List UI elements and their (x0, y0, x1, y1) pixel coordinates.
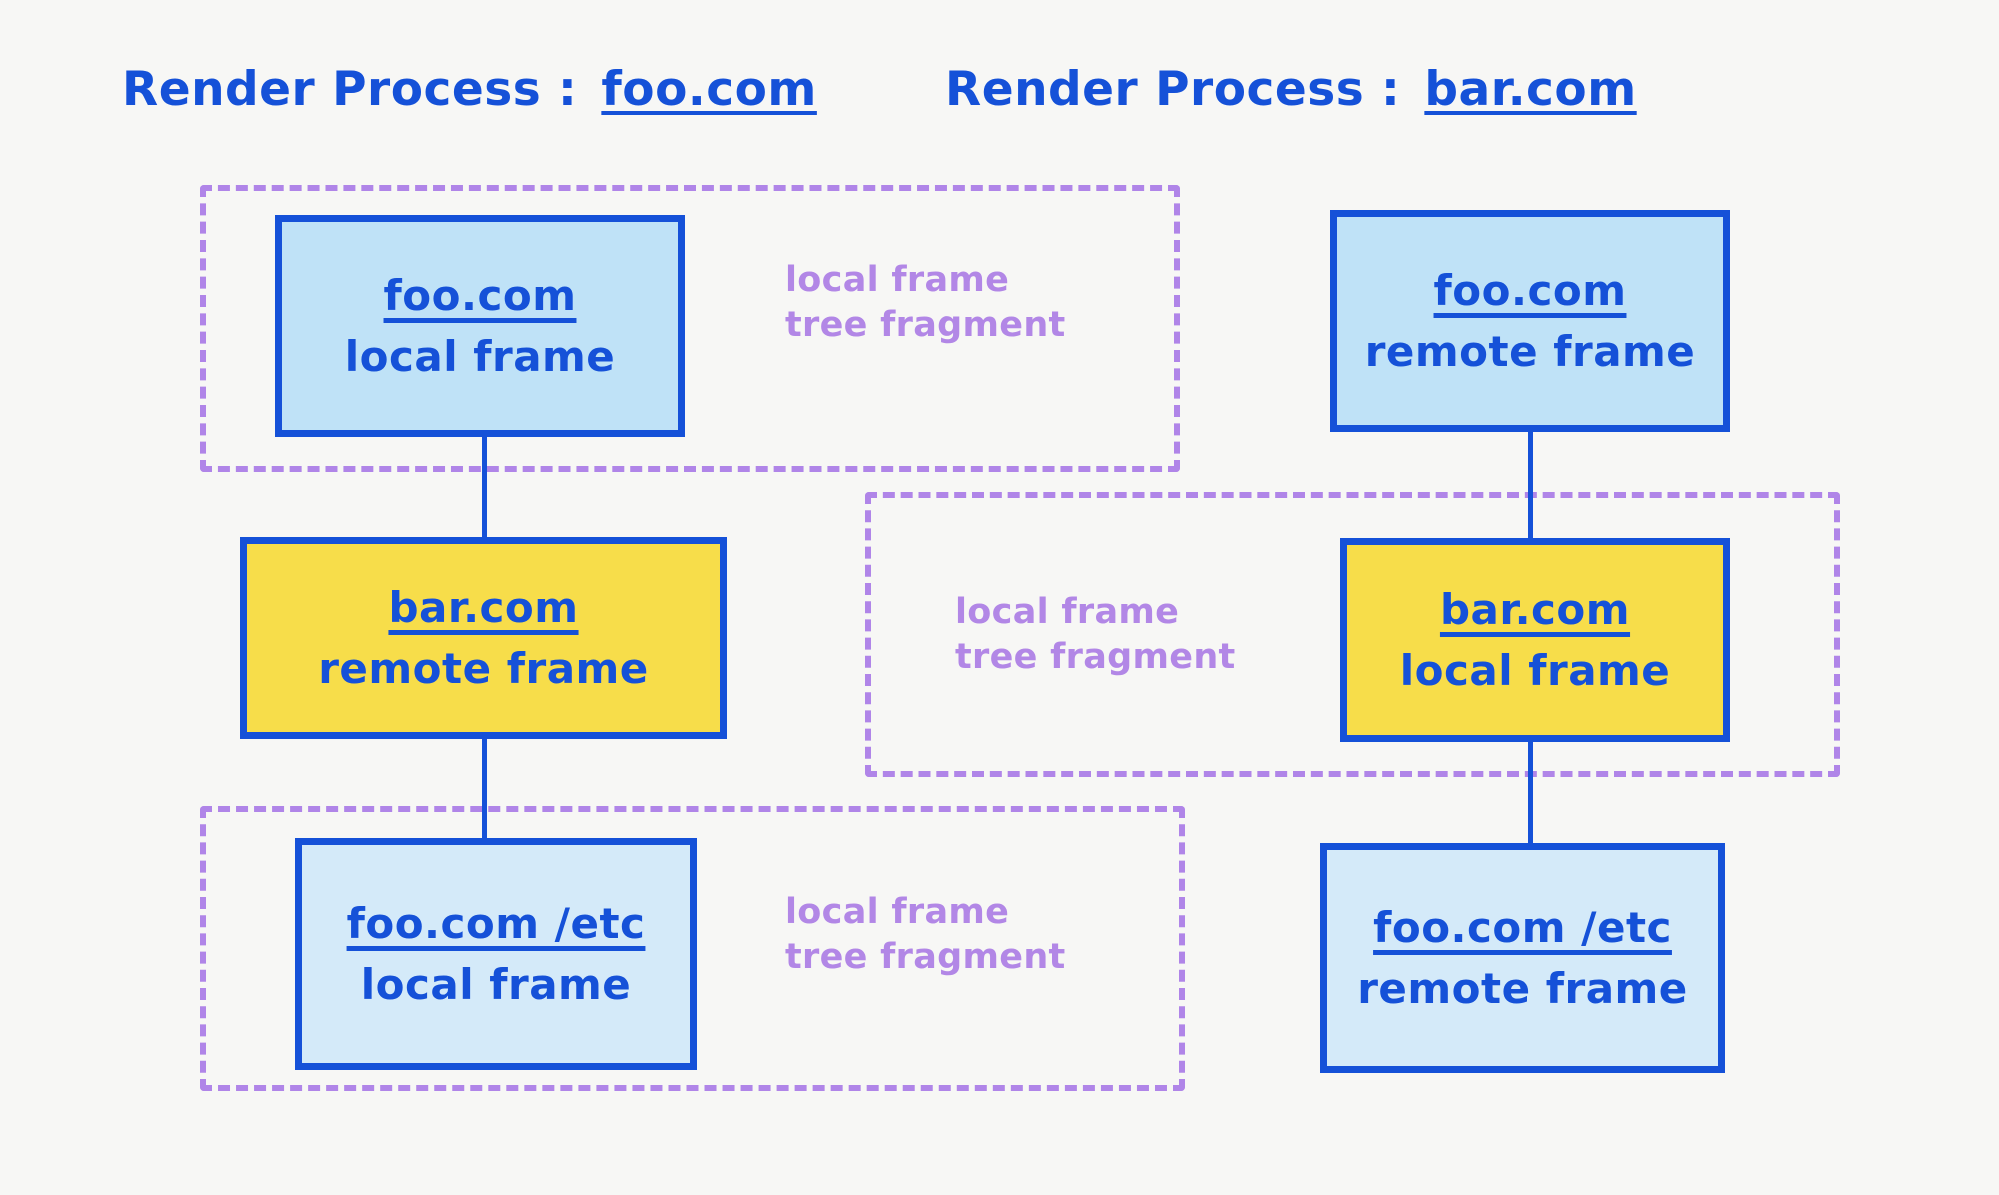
local-frame-tree-fragment-region-bottom-left (200, 806, 1185, 1091)
connector-right-foo-to-bar (1528, 430, 1533, 540)
frame-origin-right-foo: foo.com (1433, 266, 1627, 315)
render-process-origin-foo: foo.com (591, 60, 827, 123)
frame-origin-left-foo: foo.com (383, 271, 577, 320)
render-process-title-foo: Render Process : foo.com (122, 60, 827, 123)
frame-node-right-bar-local[interactable]: bar.com local frame (1340, 538, 1730, 742)
frame-origin-right-bar: bar.com (1439, 585, 1631, 634)
connector-left-foo-to-bar (482, 435, 487, 540)
frame-kind-right-fooetc: remote frame (1357, 964, 1688, 1013)
render-process-label-bar: Render Process : (945, 62, 1401, 117)
frame-node-left-bar-remote[interactable]: bar.com remote frame (240, 537, 727, 739)
frame-node-left-foo-local[interactable]: foo.com local frame (275, 215, 685, 437)
frame-origin-left-fooetc: foo.com /etc (346, 899, 646, 948)
frame-node-right-foo-remote[interactable]: foo.com remote frame (1330, 210, 1730, 432)
frame-kind-left-bar: remote frame (318, 644, 649, 693)
fragment-caption-top-left: local frame tree fragment (785, 260, 1066, 345)
frame-kind-right-foo: remote frame (1364, 327, 1696, 376)
fragment-caption-bottom-left: local frame tree fragment (785, 892, 1066, 977)
frame-kind-right-bar: local frame (1399, 646, 1671, 695)
render-process-origin-bar: bar.com (1414, 60, 1648, 123)
frame-origin-right-fooetc: foo.com /etc (1373, 903, 1672, 952)
local-frame-tree-fragment-region-middle (865, 492, 1840, 777)
frame-kind-left-foo: local frame (344, 332, 616, 381)
local-frame-tree-fragment-region-top-left (200, 185, 1180, 472)
render-process-title-bar: Render Process : bar.com (945, 60, 1648, 123)
frame-node-left-fooetc-local[interactable]: foo.com /etc local frame (295, 838, 697, 1070)
connector-left-bar-to-footetc (482, 736, 487, 841)
frame-kind-left-fooetc: local frame (360, 960, 632, 1009)
frame-origin-left-bar: bar.com (388, 583, 579, 632)
connector-right-bar-to-footetc (1528, 740, 1533, 845)
frame-node-right-fooetc-remote[interactable]: foo.com /etc remote frame (1320, 843, 1725, 1073)
fragment-caption-middle: local frame tree fragment (955, 592, 1236, 677)
render-process-label-foo: Render Process : (122, 62, 578, 117)
